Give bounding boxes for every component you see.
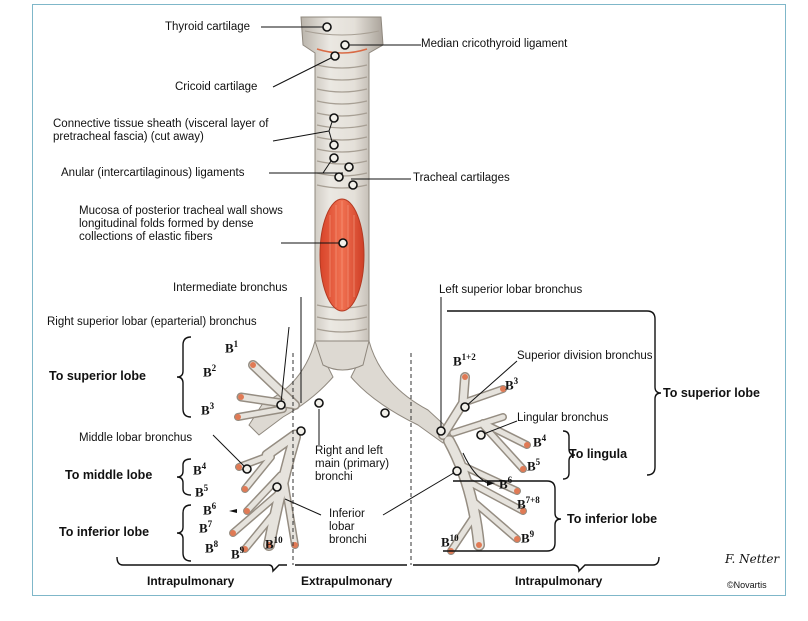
intermediate-bronchus-label: Intermediate bronchus: [173, 282, 288, 294]
segment-r-b3: B3: [201, 401, 215, 418]
extrapulmonary-label: Extrapulmonary: [301, 574, 393, 588]
segment-l-b6: B6: [499, 475, 513, 492]
segment-l-b4: B4: [533, 433, 547, 450]
middle-lobar-bronchus-label: Middle lobar bronchus: [79, 432, 193, 444]
segment-r-b4: B4: [193, 461, 207, 478]
main-bronchi-label: Right and left main (primary) bronchi: [315, 445, 390, 483]
segment-l-b5: B5: [527, 457, 541, 474]
segment-r-b2: B2: [203, 363, 217, 380]
segment-r-b7: B7: [199, 519, 213, 536]
segment-r-b8: B8: [205, 539, 219, 556]
thyroid-cartilage-label: Thyroid cartilage: [165, 21, 251, 33]
intrapulmonary-left-label: Intrapulmonary: [147, 574, 235, 588]
figure-frame: Thyroid cartilage Median cricothyroid li…: [32, 4, 786, 596]
segment-l-b3: B3: [505, 376, 519, 393]
segment-r-b10: B10: [265, 535, 283, 552]
to-middle-lobe-label: To middle lobe: [65, 468, 153, 482]
segment-l-b1-2: B1+2: [453, 352, 476, 369]
to-inferior-lobe-right-label: To inferior lobe: [59, 525, 150, 539]
segment-r-b6: B6: [203, 501, 217, 518]
segment-l-b7-8: B7+8: [517, 495, 540, 512]
anular-ligaments-label: Anular (intercartilaginous) ligaments: [61, 167, 245, 179]
copyright-label: ©Novartis: [727, 580, 767, 590]
intrapulmonary-right-label: Intrapulmonary: [515, 574, 603, 588]
segment-r-b5: B5: [195, 483, 209, 500]
right-superior-lobar-bronchus-label: Right superior lobar (eparterial) bronch…: [47, 316, 257, 328]
bronchial-tree-illustration: [116, 16, 662, 573]
segment-l-b9: B9: [521, 529, 535, 546]
mucosa-label: Mucosa of posterior tracheal wall shows …: [79, 205, 283, 243]
connective-tissue-sheath-label: Connective tissue sheath (visceral layer…: [53, 118, 269, 143]
to-superior-lobe-right-label: To superior lobe: [49, 369, 146, 383]
lingular-bronchus-label: Lingular bronchus: [517, 412, 609, 424]
to-lingula-label: To lingula: [569, 447, 628, 461]
median-cricothyroid-ligament-label: Median cricothyroid ligament: [421, 38, 568, 50]
superior-division-bronchus-label: Superior division bronchus: [517, 350, 653, 362]
brackets: [116, 310, 662, 573]
leader-lines: [212, 26, 518, 516]
segment-r-b1: B1: [225, 339, 239, 356]
inferior-lobar-bronchi-label: Inferior lobar bronchi: [329, 508, 367, 546]
leader-markers: [242, 22, 486, 492]
cricoid-cartilage-label: Cricoid cartilage: [175, 81, 258, 93]
to-superior-lobe-left-label: To superior lobe: [663, 386, 760, 400]
to-inferior-lobe-left-label: To inferior lobe: [567, 512, 658, 526]
left-superior-lobar-bronchus-label: Left superior lobar bronchus: [439, 284, 583, 296]
segment-l-b10: B10: [441, 533, 459, 550]
tracheal-cartilages-label: Tracheal cartilages: [413, 172, 510, 184]
artist-signature: F. Netter: [725, 552, 780, 566]
segment-r-b9: B9: [231, 545, 245, 562]
region-dividers: [292, 353, 412, 565]
